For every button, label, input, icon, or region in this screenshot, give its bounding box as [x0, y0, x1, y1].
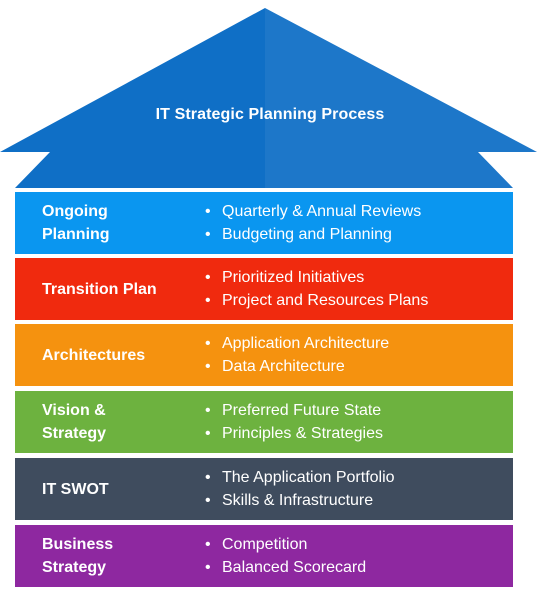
roof-shape: [0, 8, 537, 188]
tier-it-swot: IT SWOT The Application Portfolio Skills…: [15, 458, 513, 520]
tier-label-line: Business: [42, 536, 114, 553]
tier-bullet: The Application Portfolio: [205, 466, 505, 489]
tier-bullet-list: Preferred Future State Principles & Stra…: [205, 391, 505, 453]
tier-label-line: Strategy: [42, 425, 107, 442]
tier-label-line: Transition Plan: [42, 280, 157, 298]
roof-title: IT Strategic Planning Process: [155, 106, 385, 123]
tier-bullet: Competition: [205, 533, 505, 556]
roof-sheen: [265, 8, 537, 188]
tier-bullet: Data Architecture: [205, 355, 505, 378]
tier-bullet: Budgeting and Planning: [205, 223, 505, 246]
tier-label: Business Strategy: [42, 525, 192, 587]
tier-bullet-list: Competition Balanced Scorecard: [205, 525, 505, 587]
tier-transition-plan: Transition Plan Prioritized Initiatives …: [15, 258, 513, 320]
tier-bullet: Skills & Infrastructure: [205, 489, 505, 512]
tier-label-line: Architectures: [42, 346, 146, 364]
tier-ongoing-planning: Ongoing Planning Quarterly & Annual Revi…: [15, 192, 513, 254]
roof-polygon: [0, 8, 537, 188]
tier-bullet-list: Quarterly & Annual Reviews Budgeting and…: [205, 192, 505, 254]
tier-business-strategy: Business Strategy Competition Balanced S…: [15, 525, 513, 587]
tier-label-line: Planning: [42, 226, 110, 243]
tier-label-line: Vision &: [42, 402, 106, 419]
tier-label-line: Ongoing: [42, 203, 108, 220]
tier-bullet: Preferred Future State: [205, 399, 505, 422]
tier-bullet: Project and Resources Plans: [205, 289, 505, 312]
tier-bullet: Prioritized Initiatives: [205, 266, 505, 289]
tier-label: Ongoing Planning: [42, 192, 192, 254]
tier-vision-strategy: Vision & Strategy Preferred Future State…: [15, 391, 513, 453]
tier-label: IT SWOT: [42, 458, 192, 520]
tier-label: Vision & Strategy: [42, 391, 192, 453]
tier-bullet: Principles & Strategies: [205, 422, 505, 445]
tier-bullet: Balanced Scorecard: [205, 556, 505, 579]
tier-label-line: IT SWOT: [42, 480, 109, 498]
tier-bullet-list: Application Architecture Data Architectu…: [205, 324, 505, 386]
tier-label: Transition Plan: [42, 258, 192, 320]
tier-bullet-list: Prioritized Initiatives Project and Reso…: [205, 258, 505, 320]
tier-label: Architectures: [42, 324, 192, 386]
tier-bullet: Quarterly & Annual Reviews: [205, 200, 505, 223]
tier-label-line: Strategy: [42, 559, 107, 576]
tier-bullet: Application Architecture: [205, 332, 505, 355]
tier-architectures: Architectures Application Architecture D…: [15, 324, 513, 386]
tier-bullet-list: The Application Portfolio Skills & Infra…: [205, 458, 505, 520]
